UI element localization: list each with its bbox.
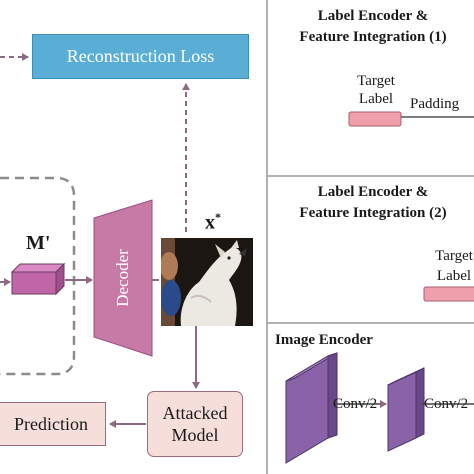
- adversarial-image: [161, 238, 253, 326]
- m-prime-label: M': [26, 232, 51, 254]
- panel1-target-label: Target Label: [357, 73, 395, 107]
- m-prime-block: [10, 262, 66, 296]
- reconstruction-loss-box: Reconstruction Loss: [32, 34, 249, 79]
- prediction-box: Prediction: [0, 402, 106, 446]
- reconstruction-loss-label: Reconstruction Loss: [66, 46, 215, 66]
- attacked-model-line2: Model: [171, 425, 219, 445]
- panel2-target-label: Target Label: [435, 248, 473, 284]
- prediction-label: Prediction: [14, 413, 88, 434]
- decoder-shape: [93, 199, 153, 357]
- attacked-model-box: Attacked Model: [147, 391, 243, 457]
- conv-label-2: Conv/2: [424, 396, 469, 412]
- x-star-label: x*: [205, 210, 221, 234]
- decoder-label: Decoder: [113, 249, 132, 307]
- panel3-title: Image Encoder: [275, 332, 373, 348]
- howling-dog-illustration: [161, 238, 253, 326]
- panel1-title: Label Encoder & Feature Integration (1): [299, 8, 447, 45]
- feature-map-2: [387, 367, 425, 452]
- attacked-model-line1: Attacked: [162, 403, 228, 423]
- dashed-container: [0, 176, 76, 376]
- feature-map-1: [285, 352, 338, 464]
- target-label-bar-2: [423, 286, 474, 302]
- target-label-bar-1: [348, 111, 402, 127]
- padding-label: Padding: [410, 96, 460, 112]
- conv-label-1: Conv/2: [333, 396, 378, 412]
- panel2-title: Label Encoder & Feature Integration (2): [299, 184, 447, 221]
